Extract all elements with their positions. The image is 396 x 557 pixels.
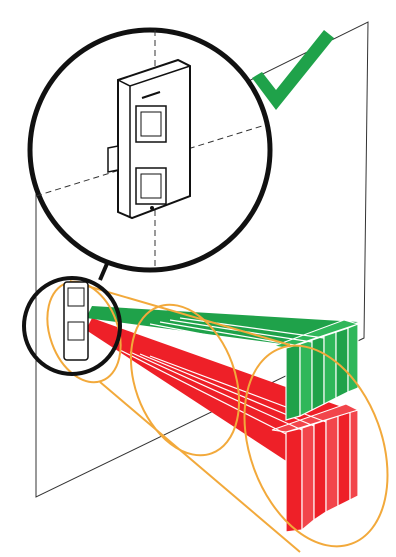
cone-ellipse-large: [243, 344, 389, 548]
green-beam-slab-1: [285, 343, 301, 421]
green-beam-slab-2: [299, 339, 313, 417]
green-beam-slab-3: [311, 335, 325, 411]
red-beam-slab-4: [325, 415, 339, 513]
detector-small-circle: [22, 276, 122, 376]
check-mark-icon: [252, 30, 334, 110]
red-beam-slab-6: [349, 409, 359, 501]
zoom-circle: [27, 27, 273, 273]
red-beam-slab-5: [337, 411, 351, 507]
detector-large: [107, 58, 191, 220]
red-beam-slab-3: [313, 419, 327, 522]
red-beam-slab-2: [301, 423, 315, 532]
detector-small: [22, 276, 122, 376]
red-beam-slab-1: [285, 427, 303, 533]
green-beam-slab-4: [323, 331, 337, 405]
